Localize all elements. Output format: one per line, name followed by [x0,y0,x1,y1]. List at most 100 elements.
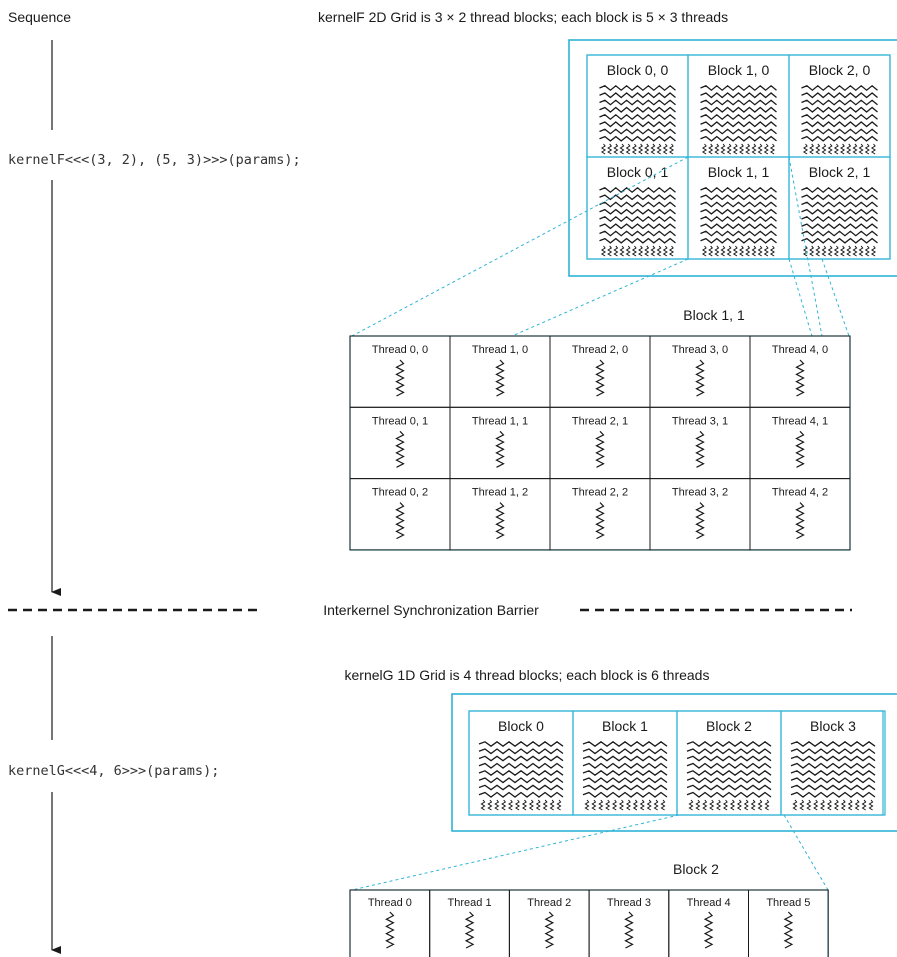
thread-squiggle-icon [495,359,505,397]
thread-cell: Thread 3, 2 [649,478,751,551]
thread-cell: Thread 2 [508,889,590,957]
thread-bundle-icon [599,186,676,257]
thread-squiggle-icon [695,430,705,468]
thread-cell: Thread 1, 2 [449,478,551,551]
thread-cell: Thread 2, 0 [549,335,651,408]
zoom-line-f-right3 [821,258,850,337]
thread-cell: Thread 5 [748,889,829,957]
block-cell: Block 0, 0 [586,54,689,158]
block-label: Block 0 [498,718,544,734]
thread-label: Thread 1, 1 [472,415,528,427]
block-label: Block 0, 0 [607,62,669,78]
thread-bundle-icon [700,84,777,155]
thread-cell: Thread 4, 1 [749,406,851,480]
kernelF-zoom-frame [349,335,851,551]
thread-cell: Thread 3, 0 [649,335,751,408]
thread-label: Thread 4 [687,897,731,909]
thread-squiggle-icon [595,359,605,397]
thread-cell: Thread 2, 2 [549,478,651,551]
thread-label: Thread 1, 0 [472,344,528,356]
barrier-label: Interkernel Synchronization Barrier [323,602,539,618]
thread-cell: Thread 4, 0 [749,335,851,408]
thread-cell: Thread 4, 2 [749,478,851,551]
zoom-line-f-left [351,156,689,337]
thread-bundle-icon [700,186,777,257]
thread-squiggle-icon [495,502,505,540]
thread-cell: Thread 0, 1 [349,406,451,480]
thread-cell: Thread 1 [429,889,510,957]
block-label: Block 2 [706,718,752,734]
block-label: Block 2, 1 [809,164,871,180]
thread-label: Thread 1, 2 [472,487,528,499]
kernelG-thread-row: Thread 0 Thread 1 Thread 2 Thread 3 Thread 4… [349,889,829,957]
block-label: Block 0, 1 [607,164,669,180]
thread-label: Thread 2 [527,897,571,909]
thread-label: Thread 2, 2 [572,487,628,499]
block-cell: Block 1, 0 [687,54,790,158]
thread-squiggle-icon [695,502,705,540]
sequence-label: Sequence [8,9,71,25]
block-label: Block 3 [810,718,856,734]
thread-label: Thread 0 [368,897,412,909]
thread-squiggle-icon [595,430,605,468]
thread-bundle-icon [478,740,564,811]
block-cell: Block 1 [572,710,678,816]
thread-label: Thread 2, 1 [572,415,628,427]
thread-cell: Thread 0, 2 [349,478,451,551]
kernelF-grid-frame [568,39,897,277]
thread-label: Thread 4, 2 [772,487,828,499]
thread-bundle-icon [599,84,676,155]
thread-cell: Thread 1, 1 [449,406,551,480]
thread-label: Thread 3 [607,897,651,909]
thread-cell: Thread 3, 1 [649,406,751,480]
thread-squiggle-icon [385,911,395,949]
zoom-line-g-left [351,814,680,891]
thread-label: Thread 5 [766,897,810,909]
block-label: Block 1 [602,718,648,734]
thread-cell: Thread 0, 0 [349,335,451,408]
thread-label: Thread 4, 1 [772,415,828,427]
thread-cell: Thread 0 [349,889,431,957]
thread-label: Thread 0, 1 [372,415,428,427]
zoom-line-f-right1 [788,156,823,337]
zoom-line-f-right2 [788,258,813,337]
thread-squiggle-icon [544,911,555,949]
block-cell: Block 2 [676,710,782,816]
kernelF-call: kernelF<<<(3, 2), (5, 3)>>>(params); [8,152,301,168]
thread-squiggle-icon [595,502,605,540]
kernelG-blocks: Block 0 Block 1 Block 2 Block 3 [468,710,886,816]
block-cell: Block 0, 1 [586,156,689,260]
thread-label: Thread 0, 0 [372,344,428,356]
thread-bundle-icon [801,84,878,155]
thread-bundle-icon [686,740,772,811]
thread-label: Thread 4, 0 [772,344,828,356]
block-cell: Block 2, 1 [788,156,891,260]
block-cell: Block 1, 1 [687,156,790,260]
block-cell: Block 0 [468,710,574,816]
thread-label: Thread 2, 0 [572,344,628,356]
thread-squiggle-icon [795,359,805,397]
block-label: Block 1, 0 [708,62,770,78]
block-cell: Block 3 [780,710,886,816]
thread-label: Thread 3, 1 [672,415,728,427]
thread-bundle-icon [801,186,878,257]
thread-squiggle-icon [495,430,505,468]
kernelF-caption: kernelF 2D Grid is 3 × 2 thread blocks; … [318,9,728,25]
thread-squiggle-icon [795,430,805,468]
thread-label: Thread 3, 2 [672,487,728,499]
thread-cell: Thread 1, 0 [449,335,551,408]
thread-squiggle-icon [795,502,805,540]
block-label: Block 1, 1 [708,164,770,180]
zoom-line-f-mid [511,258,689,337]
kernelF-thread-grid: Thread 0, 0 Thread 1, 0 Thread 2, 0 Thread … [349,335,851,551]
thread-cell: Thread 4 [668,889,749,957]
thread-bundle-icon [582,740,668,811]
kernelG-caption: kernelG 1D Grid is 4 thread blocks; each… [345,667,710,683]
thread-cell: Thread 2, 1 [549,406,651,480]
thread-bundle-icon [790,740,876,811]
zoom-line-g-right [783,814,829,891]
thread-label: Thread 1 [448,897,492,909]
